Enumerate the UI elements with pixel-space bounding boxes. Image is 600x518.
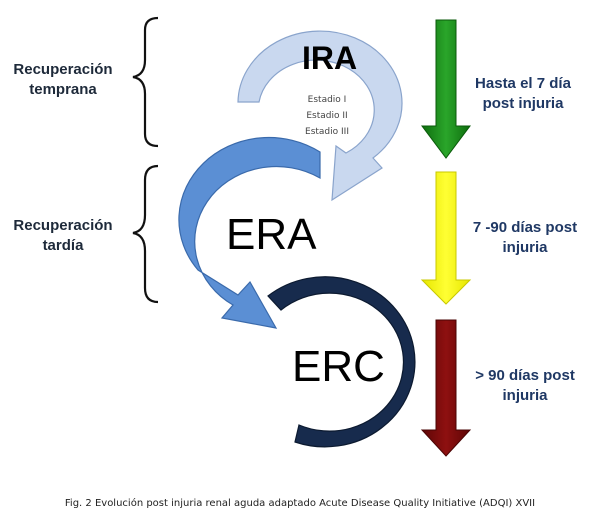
brace-early [132, 16, 159, 148]
green-time-arrow [421, 19, 471, 159]
era-cycle-arrow [178, 136, 321, 329]
erc-ring [267, 276, 416, 448]
red-time-arrow [420, 319, 472, 457]
label-late-line1: Recuperación [13, 217, 113, 234]
time-green-line2: post injuria [482, 95, 564, 112]
time-yellow-line2: injuria [502, 239, 548, 256]
figure-caption: Fig. 2 Evolución post injuria renal agud… [64, 498, 536, 509]
time-red-line1: > 90 días post [475, 367, 575, 384]
time-yellow-line1: 7 -90 días post [472, 219, 578, 236]
label-recuperacion-temprana: Recuperación temprana [8, 60, 118, 100]
time-red-line2: injuria [502, 387, 548, 404]
ira-cycle-arrow [237, 30, 403, 202]
stage-erc: ERC [292, 342, 385, 391]
stage-era: ERA [226, 210, 317, 259]
label-early-line1: Recuperación [13, 61, 113, 78]
time-green-line1: Hasta el 7 día [475, 75, 571, 92]
ira-substages: Estadio I Estadio II Estadio III [292, 92, 362, 140]
label-early-line2: temprana [29, 81, 97, 98]
stage-ira: IRA [302, 40, 358, 76]
time-label-yellow: 7 -90 días post injuria [450, 218, 600, 258]
ira-stage-3: Estadio III [305, 127, 349, 137]
yellow-time-arrow [420, 171, 472, 305]
ira-stage-2: Estadio II [306, 111, 348, 121]
label-late-line2: tardía [42, 237, 84, 254]
brace-late [132, 164, 159, 304]
ira-stage-1: Estadio I [307, 95, 347, 105]
time-label-red: > 90 días post injuria [450, 366, 600, 406]
label-recuperacion-tardia: Recuperación tardía [8, 216, 118, 256]
time-label-green: Hasta el 7 día post injuria [448, 74, 598, 114]
